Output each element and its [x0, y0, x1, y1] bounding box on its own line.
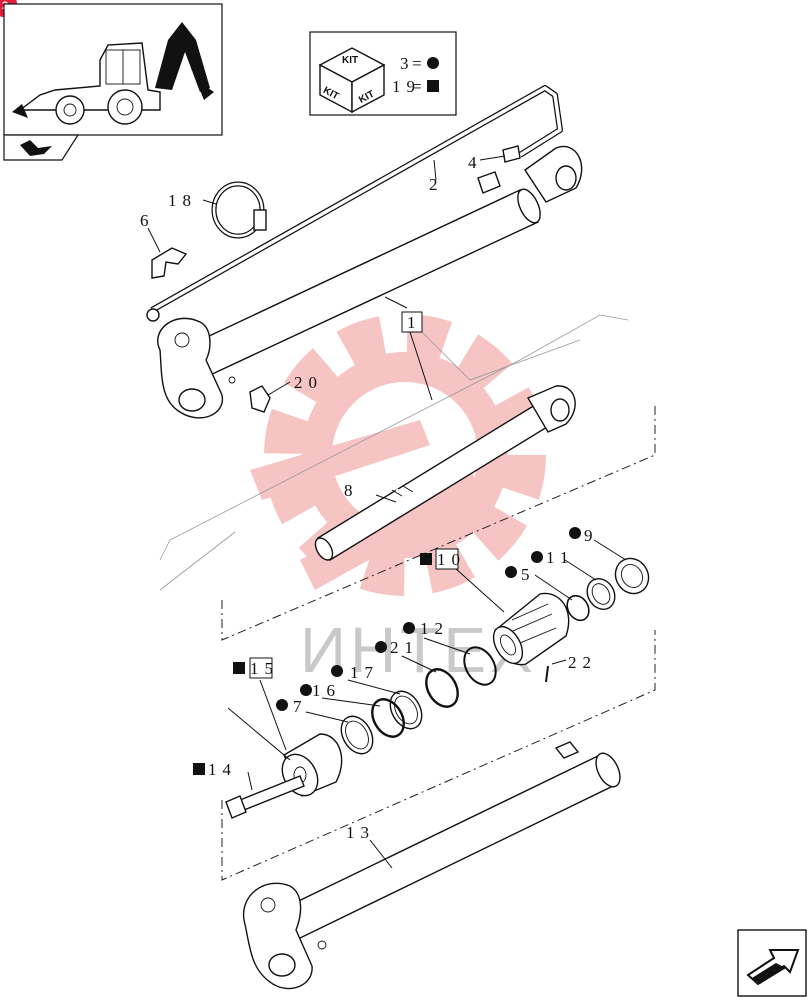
kit-circle-16 [300, 684, 312, 696]
o-ring-5[interactable] [563, 592, 593, 625]
fitting-20[interactable] [228, 376, 271, 413]
label-8: 8 [344, 481, 359, 500]
svg-text:=: = [412, 77, 422, 96]
bolt-14[interactable] [225, 775, 305, 819]
label-2: 2 [429, 175, 444, 194]
hydraulic-pipe[interactable] [146, 85, 563, 322]
kit-legend: KIT KIT KIT 3 = 19 = [309, 31, 457, 116]
next-page-button[interactable] [737, 929, 807, 997]
label-14: 14 [208, 760, 237, 779]
clamp-18[interactable] [211, 181, 267, 239]
label-9: 9 [584, 526, 599, 545]
ring-17[interactable] [384, 686, 428, 735]
seal-11[interactable] [582, 574, 621, 615]
label-15: 15 [250, 659, 279, 678]
label-7: 7 [293, 697, 308, 716]
label-4: 4 [468, 153, 483, 172]
label-22: 22 [568, 653, 597, 672]
label-6: 6 [140, 211, 155, 230]
label-5: 5 [521, 565, 536, 584]
circle-marker-icon [427, 57, 439, 69]
circlip-12[interactable] [458, 642, 502, 691]
label-12: 12 [420, 619, 449, 638]
gland-head-10[interactable] [488, 592, 570, 668]
kit-square-10 [420, 553, 432, 565]
kit-top-text: KIT [342, 55, 358, 66]
piston-rod[interactable] [312, 385, 576, 563]
group-frame-lower [221, 630, 656, 881]
o-ring-21[interactable] [420, 664, 464, 713]
label-21: 21 [390, 638, 419, 657]
kit-circle-21 [375, 641, 387, 653]
screw-22[interactable] [545, 665, 549, 683]
label-17: 17 [350, 663, 379, 682]
legend-circle-ref: 3 [400, 54, 415, 73]
o-ring-16[interactable] [366, 694, 410, 743]
kit-square-15 [233, 662, 245, 674]
kit-circle-11 [531, 551, 543, 563]
square-marker-icon [427, 80, 439, 92]
kit-circle-5 [505, 566, 517, 578]
kit-cube-icon: KIT KIT KIT [318, 47, 386, 114]
leader-lines [147, 159, 627, 869]
cylinder-barrel-assembly[interactable] [157, 145, 583, 419]
part-labels: 2 4 18 6 1 20 8 9 11 5 10 12 21 22 15 17… [140, 153, 599, 842]
machine-thumbnail[interactable] [3, 3, 223, 161]
cylinder-tube[interactable] [242, 741, 625, 990]
kit-circle-12 [403, 622, 415, 634]
kit-square-14 [193, 763, 205, 775]
kit-circle-7 [276, 699, 288, 711]
label-20: 20 [294, 373, 323, 392]
kit-circle-9 [569, 527, 581, 539]
label-18: 18 [168, 191, 197, 210]
fitting-4[interactable] [477, 145, 521, 194]
label-1: 1 [407, 313, 422, 332]
wiper-seal-9[interactable] [609, 552, 655, 599]
backhoe-loader-icon [12, 22, 214, 125]
label-10: 10 [437, 550, 466, 569]
ghost-lines [159, 314, 629, 591]
seal-7[interactable] [335, 711, 379, 760]
elbow-fitting-6[interactable] [151, 247, 188, 279]
label-13: 13 [346, 823, 375, 842]
label-16: 16 [312, 681, 341, 700]
svg-text:=: = [412, 54, 422, 73]
label-11: 11 [546, 548, 574, 567]
kit-circle-17 [331, 665, 343, 677]
navigate-icon [20, 140, 52, 156]
group-frame-upper [221, 403, 656, 641]
legend-square-ref: 19 [392, 77, 421, 96]
